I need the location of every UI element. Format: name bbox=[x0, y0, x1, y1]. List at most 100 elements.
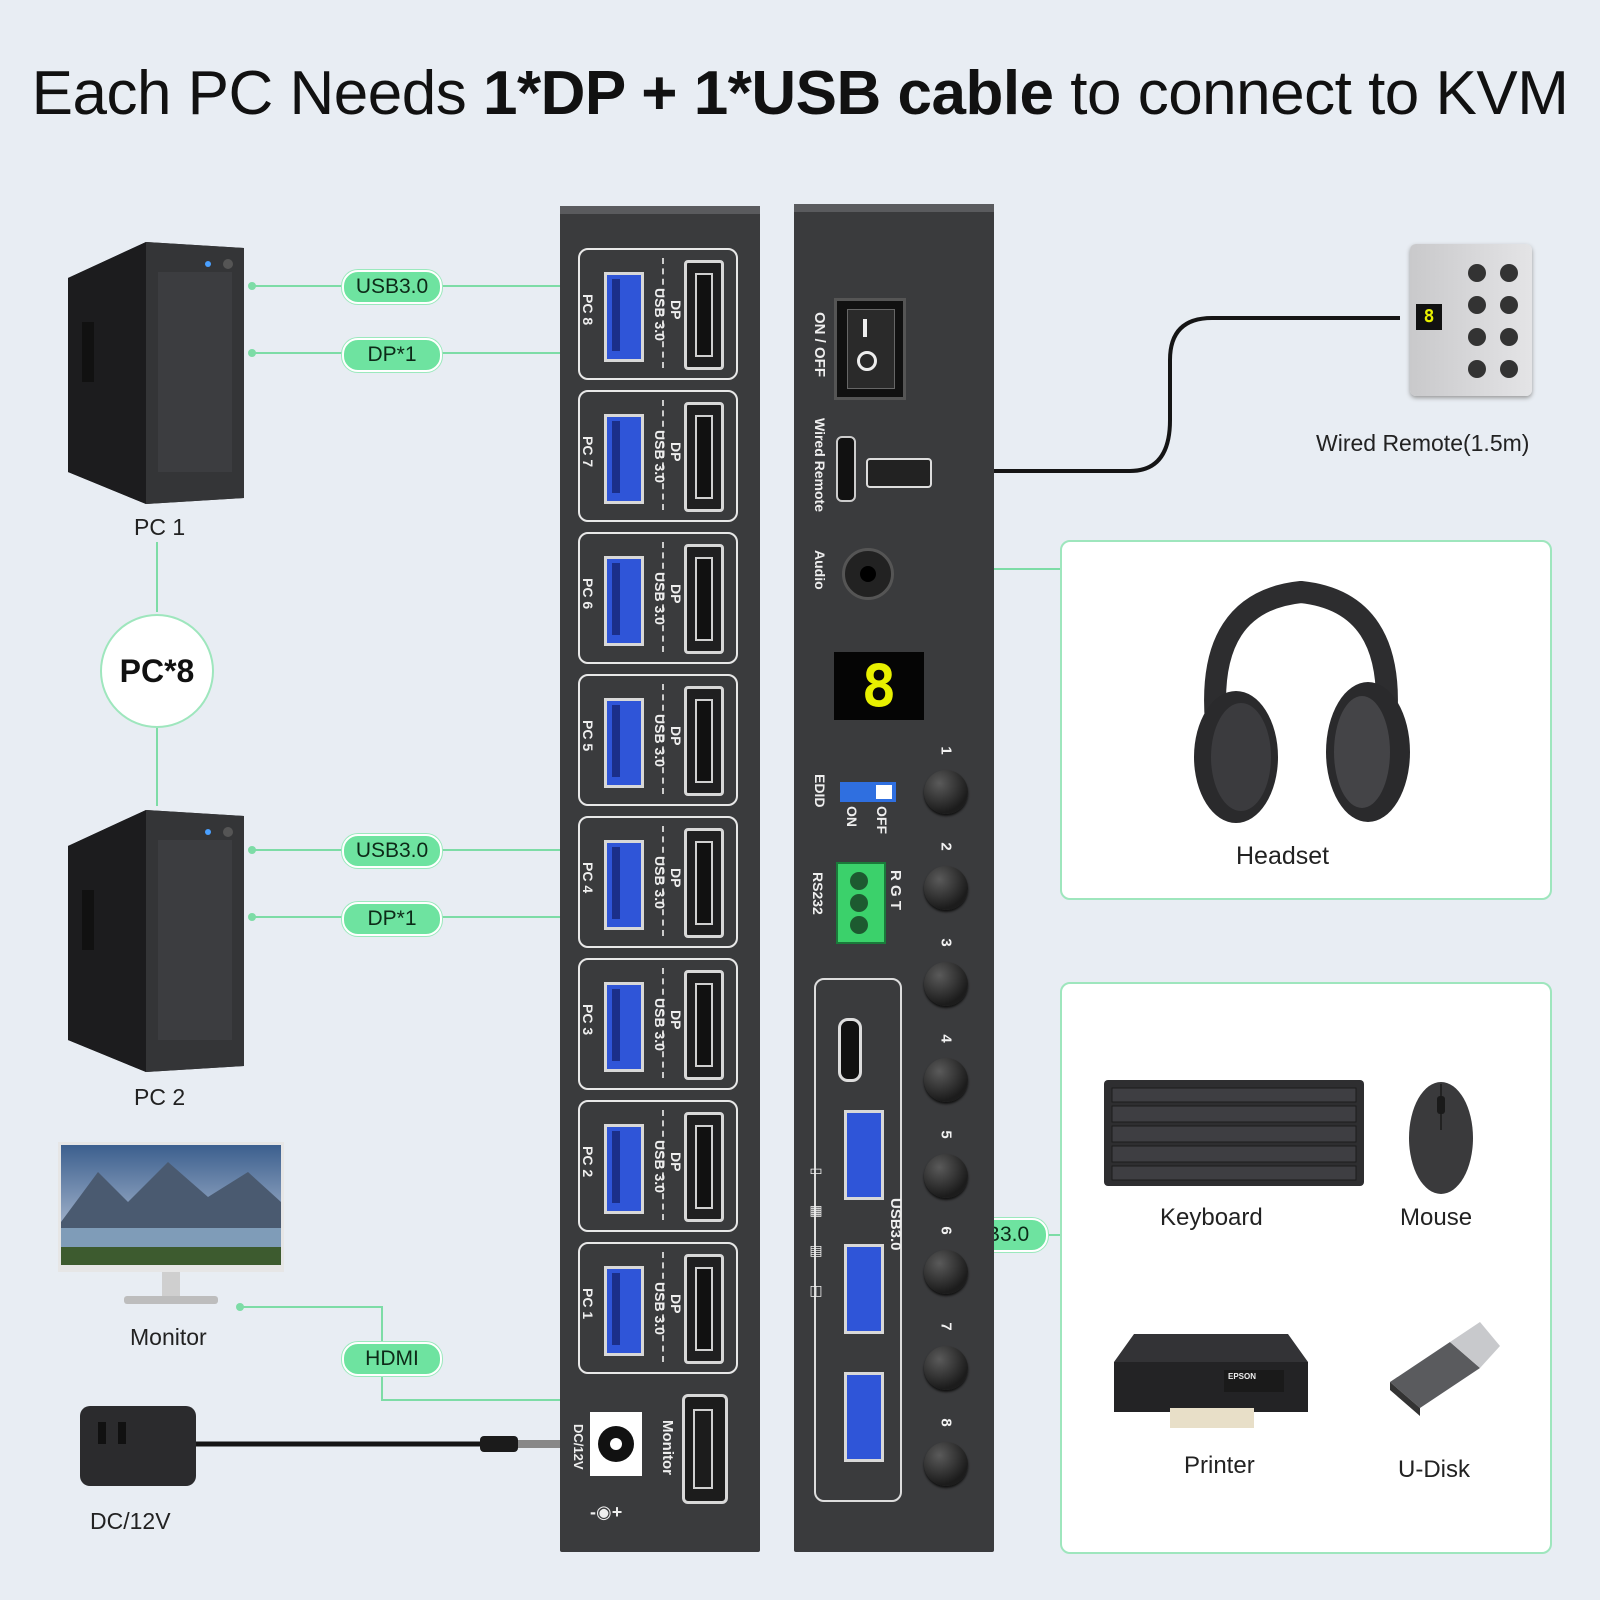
pc-port-label: PC 7 bbox=[580, 436, 596, 468]
dp-port-label: DP bbox=[668, 868, 684, 888]
usb-port-label: USB 3.0 bbox=[652, 430, 668, 483]
monitor-port-label: Monitor bbox=[659, 1420, 676, 1475]
rgt-label: R G T bbox=[887, 870, 904, 910]
usb-hub-port-3[interactable] bbox=[844, 1372, 884, 1462]
displayport-port[interactable] bbox=[684, 402, 724, 512]
usb-port[interactable] bbox=[604, 698, 644, 788]
pc2-label: PC 2 bbox=[134, 1084, 186, 1110]
pc-port-label: PC 6 bbox=[580, 578, 596, 610]
dc-power-jack[interactable] bbox=[590, 1412, 642, 1476]
dp-port-label: DP bbox=[668, 726, 684, 746]
usb-port[interactable] bbox=[604, 414, 644, 504]
channel-button-2[interactable] bbox=[924, 866, 968, 910]
pc-port-label: PC 2 bbox=[580, 1146, 596, 1178]
channel-button-number: 5 bbox=[937, 1130, 955, 1139]
pc-tower-icon bbox=[68, 242, 248, 509]
keyboard-icon bbox=[1104, 1080, 1364, 1191]
usb-port[interactable] bbox=[604, 272, 644, 362]
channel-button-6[interactable] bbox=[924, 1250, 968, 1294]
dp-port-label: DP bbox=[668, 1294, 684, 1314]
usb-hub-port-2[interactable] bbox=[844, 1244, 884, 1334]
channel-button-4[interactable] bbox=[924, 1058, 968, 1102]
channel-button-7[interactable] bbox=[924, 1346, 968, 1390]
mouse-label: Mouse bbox=[1400, 1204, 1473, 1231]
pc-tower-icon bbox=[68, 810, 248, 1077]
monitor-label: Monitor bbox=[130, 1324, 207, 1350]
printer-icon: EPSON bbox=[1114, 1314, 1308, 1432]
displayport-port[interactable] bbox=[684, 260, 724, 370]
edid-on-label: ON bbox=[844, 806, 860, 827]
rs232-label: RS232 bbox=[810, 872, 826, 915]
usb-hub-port-1[interactable] bbox=[844, 1110, 884, 1200]
audio-port-label: Audio bbox=[812, 550, 828, 590]
usb-hub-frame bbox=[814, 978, 902, 1502]
usb-c-port[interactable] bbox=[838, 1018, 862, 1082]
usb-cable-pill: USB3.0 bbox=[342, 270, 442, 304]
usb-port-label: USB 3.0 bbox=[652, 714, 668, 767]
dp-port-label: DP bbox=[668, 1010, 684, 1030]
usb-port-label: USB 3.0 bbox=[652, 1282, 668, 1335]
remote-port[interactable] bbox=[836, 436, 856, 502]
channel-button-5[interactable] bbox=[924, 1154, 968, 1198]
usb-port[interactable] bbox=[604, 982, 644, 1072]
usb-cable-pill: USB3.0 bbox=[342, 834, 442, 868]
printer-label: Printer bbox=[1184, 1452, 1255, 1479]
pc-port-label: PC 4 bbox=[580, 862, 596, 894]
peripheral-icons: ▭▦▤◫ bbox=[809, 1162, 823, 1298]
polarity-icon: -◉+ bbox=[590, 1502, 623, 1522]
peripherals-box bbox=[1060, 982, 1552, 1554]
usb-port[interactable] bbox=[604, 1266, 644, 1356]
channel-button-3[interactable] bbox=[924, 962, 968, 1006]
channel-button-number: 1 bbox=[937, 746, 955, 755]
channel-button-number: 4 bbox=[937, 1034, 955, 1043]
headset-icon bbox=[1186, 572, 1416, 837]
edid-label: EDID bbox=[812, 774, 828, 808]
usb-port-label: USB 3.0 bbox=[652, 856, 668, 909]
displayport-port[interactable] bbox=[684, 970, 724, 1080]
usb-port[interactable] bbox=[604, 840, 644, 930]
usb-hub-label: USB3.0 bbox=[887, 1198, 904, 1251]
rs232-terminal[interactable] bbox=[836, 862, 886, 944]
usb-port-label: USB 3.0 bbox=[652, 572, 668, 625]
channel-button-number: 8 bbox=[937, 1418, 955, 1427]
edid-dip-switch[interactable] bbox=[840, 782, 896, 802]
hdmi-monitor-port[interactable] bbox=[682, 1394, 728, 1504]
keyboard-label: Keyboard bbox=[1160, 1204, 1263, 1231]
pc-port-label: PC 8 bbox=[580, 294, 596, 326]
displayport-port[interactable] bbox=[684, 686, 724, 796]
channel-button-number: 7 bbox=[937, 1322, 955, 1331]
dp-port-label: DP bbox=[668, 300, 684, 320]
displayport-port[interactable] bbox=[684, 828, 724, 938]
page-title: Each PC Needs 1*DP + 1*USB cable to conn… bbox=[31, 59, 1569, 128]
power-label: DC/12V bbox=[90, 1508, 171, 1534]
usb-port-label: USB 3.0 bbox=[652, 998, 668, 1051]
displayport-port[interactable] bbox=[684, 1254, 724, 1364]
hdmi-cable-pill: HDMI bbox=[342, 1342, 442, 1376]
channel-button-number: 3 bbox=[937, 938, 955, 947]
usb-port-label: USB 3.0 bbox=[652, 288, 668, 341]
channel-button-1[interactable] bbox=[924, 770, 968, 814]
displayport-port[interactable] bbox=[684, 544, 724, 654]
pc-port-label: PC 1 bbox=[580, 1288, 596, 1320]
usb-port[interactable] bbox=[604, 556, 644, 646]
printer-brand: EPSON bbox=[1228, 1372, 1257, 1381]
wired-remote-icon: 8 bbox=[1410, 244, 1532, 396]
displayport-port[interactable] bbox=[684, 1112, 724, 1222]
usb-port[interactable] bbox=[604, 1124, 644, 1214]
power-switch[interactable] bbox=[834, 298, 906, 400]
udisk-label: U-Disk bbox=[1398, 1456, 1470, 1483]
channel-button-8[interactable] bbox=[924, 1442, 968, 1486]
usb-port-label: USB 3.0 bbox=[652, 1140, 668, 1193]
kvm-back-panel bbox=[560, 206, 760, 1552]
monitor-icon bbox=[58, 1142, 284, 1317]
mouse-icon bbox=[1406, 1080, 1476, 1201]
audio-jack[interactable] bbox=[842, 548, 894, 600]
pc1-label: PC 1 bbox=[134, 514, 186, 540]
wired-remote-label: Wired Remote(1.5m) bbox=[1316, 430, 1530, 456]
